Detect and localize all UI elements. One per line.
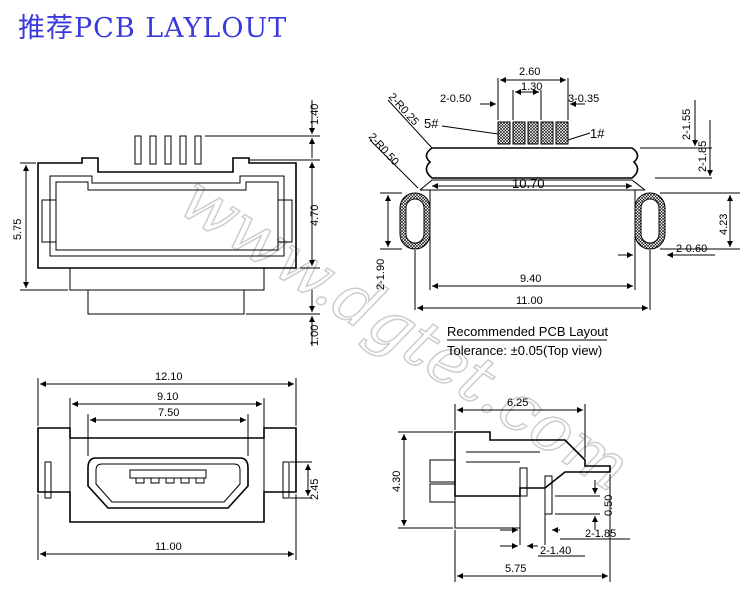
dim-side-625: 6.25 xyxy=(507,397,528,409)
dim-front-140: 1.40 xyxy=(309,104,321,125)
dim-bottom-1210: 12.10 xyxy=(155,371,183,383)
dim-side-430: 4.30 xyxy=(391,471,403,492)
dim-pcb-r050: 2-R0.50 xyxy=(366,131,401,168)
pcb-layout-view: 2.60 1.30 2-0.50 3-0.35 2-R0.25 2-R0.50 … xyxy=(366,66,740,358)
dim-side-575: 5.75 xyxy=(505,563,526,575)
dim-pcb-060: 2-0.60 xyxy=(676,243,707,255)
dim-side-140: 2-1.40 xyxy=(540,545,571,557)
dim-pcb-1100: 11.00 xyxy=(516,295,543,307)
side-view: 6.25 4.30 0.50 2-1.85 2-1.40 5.75 xyxy=(391,397,630,582)
dim-pcb-423: 4.23 xyxy=(718,214,730,235)
dim-bottom-750: 7.50 xyxy=(158,407,179,419)
bottom-view: 12.10 9.10 7.50 2.45 11.00 xyxy=(37,371,321,560)
dim-pcb-155: 2-1.55 xyxy=(681,109,693,140)
dim-front-100: 1.00 xyxy=(309,325,321,346)
dim-bottom-245: 2.45 xyxy=(309,479,321,500)
pin5-label: 5# xyxy=(424,116,439,131)
dim-side-185: 2-1.85 xyxy=(585,528,616,540)
pcb-tolerance: Tolerance: ±0.05(Top view) xyxy=(447,343,602,358)
dim-pcb-130: 1.30 xyxy=(521,81,542,93)
dim-bottom-910: 9.10 xyxy=(157,391,178,403)
dim-front-470: 4.70 xyxy=(309,205,321,226)
dim-pcb-940: 9.40 xyxy=(520,273,541,285)
dim-pcb-190: 2-1.90 xyxy=(375,259,387,290)
dim-pcb-185: 2-1.85 xyxy=(697,141,709,172)
dim-pcb-pad-050: 2-0.50 xyxy=(440,93,471,105)
pin1-label: 1# xyxy=(590,126,605,141)
dim-pcb-260: 2.60 xyxy=(519,66,540,78)
dim-pcb-1070: 10.70 xyxy=(512,176,545,191)
pcb-caption: Recommended PCB Layout xyxy=(447,324,609,339)
front-view: 5.75 1.40 4.70 1.00 xyxy=(12,100,321,346)
dim-pcb-r025: 2-R0.25 xyxy=(386,91,421,128)
dim-front-575: 5.75 xyxy=(12,219,24,240)
dim-side-050: 0.50 xyxy=(603,495,615,516)
dim-pcb-pad-035: 3-0.35 xyxy=(568,93,599,105)
page-title: 推荐PCB LAYLOUT xyxy=(18,13,288,44)
dim-bottom-1100: 11.00 xyxy=(155,541,182,553)
